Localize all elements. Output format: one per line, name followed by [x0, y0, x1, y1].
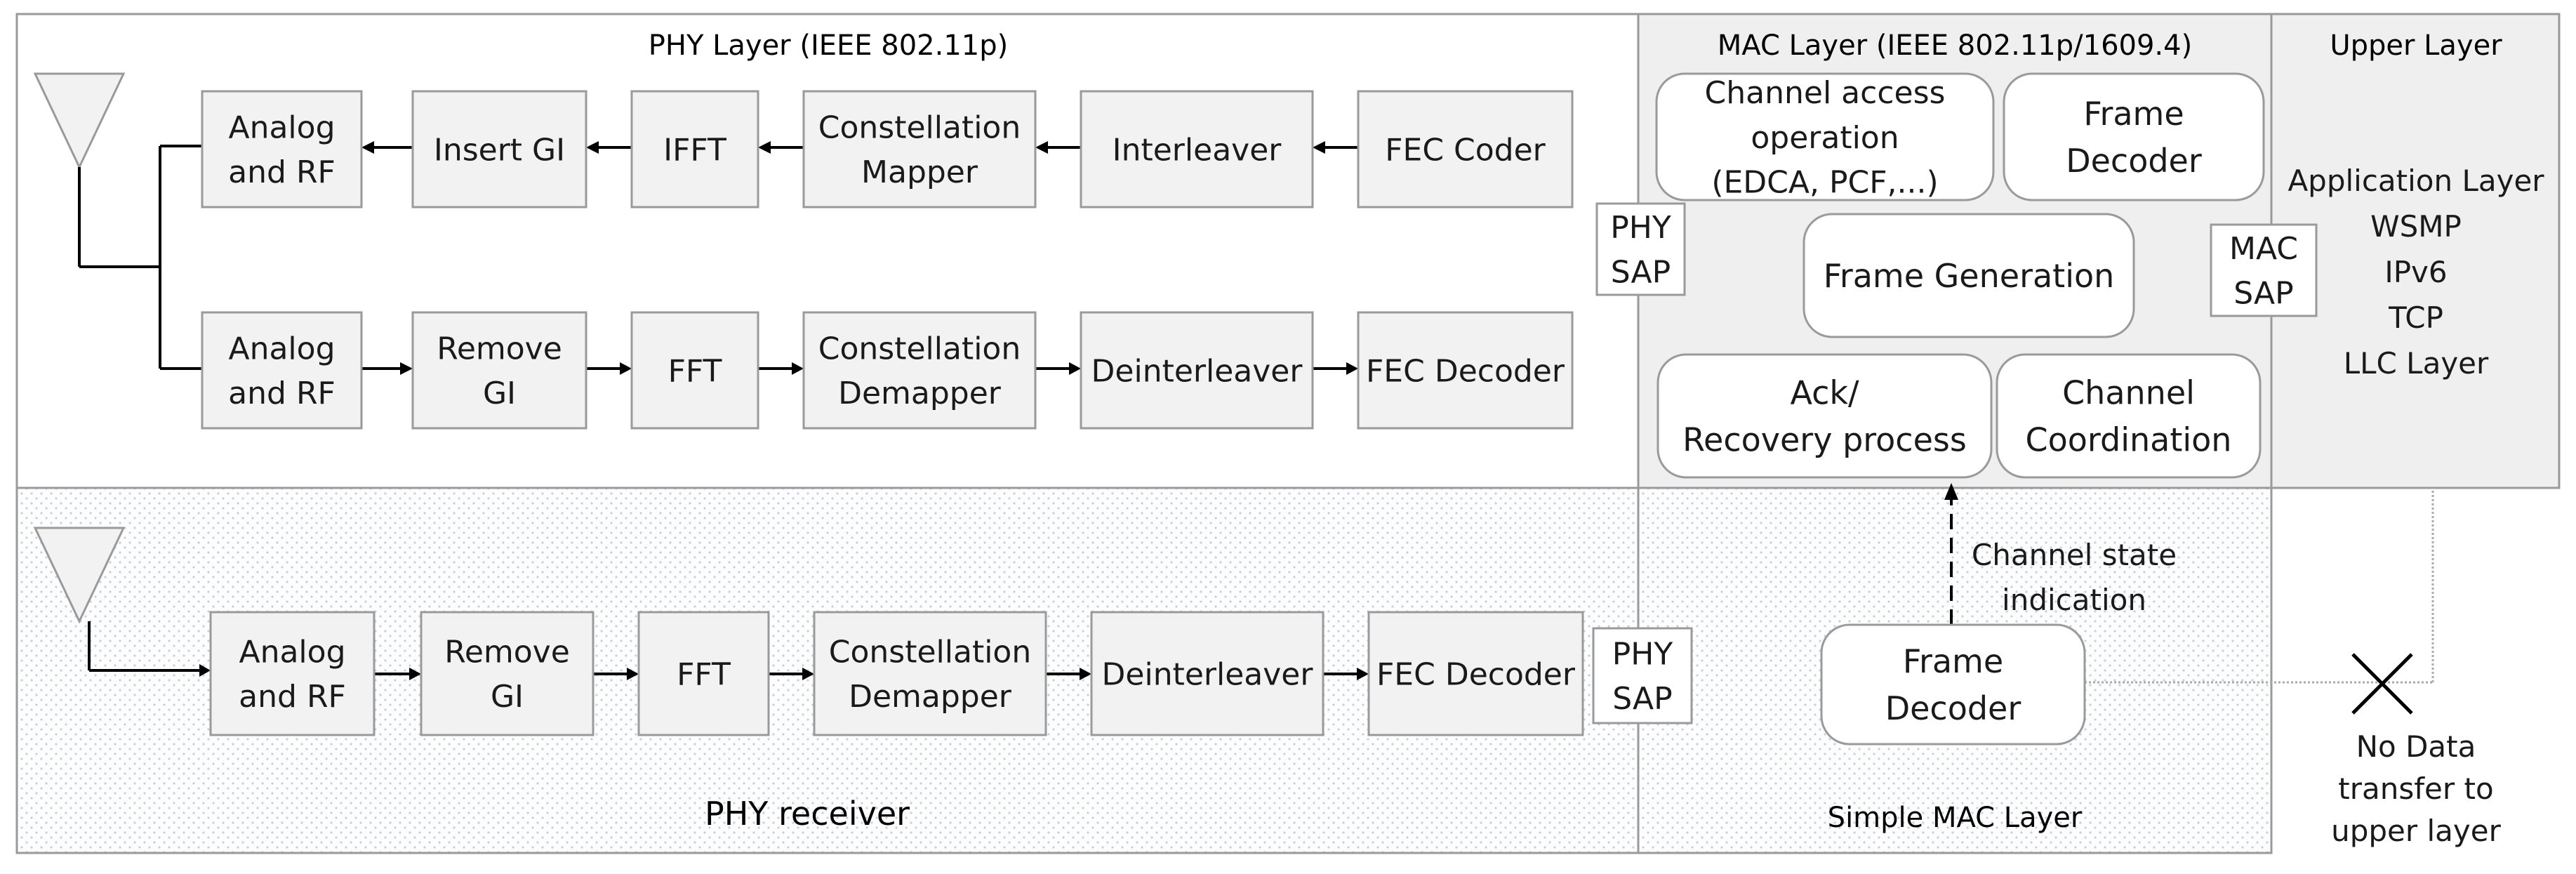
tx-block-1-label-0: Insert GI [434, 132, 565, 168]
simple-mac-title: Simple MAC Layer [1828, 802, 2083, 834]
mac-layer-title: MAC Layer (IEEE 802.11p/1609.4) [1718, 29, 2192, 62]
upper-stack-item-3: TCP [2388, 300, 2443, 335]
upper-stack-item-4: LLC Layer [2344, 346, 2489, 380]
phy-sap-top-label-0: PHY [1610, 210, 1671, 246]
rx-block-1-label-0: Remove [437, 331, 562, 366]
rx2-block-0: Analog and RF [209, 611, 376, 736]
ack-recovery-block: Ack/Recovery process [1657, 353, 1993, 479]
mac-sap-label-1: SAP [2233, 276, 2293, 312]
rx2-block-5-label-0: FEC Decoder [1376, 656, 1576, 692]
channel-coordination-block-label-0: Channel [2062, 374, 2195, 412]
frame-decoder-block-label-1: Decoder [2066, 142, 2202, 180]
rx2-arrows [374, 668, 1369, 680]
rx-block-3-label-1: Demapper [838, 376, 1002, 411]
simple-frame-decoder-block-label-0: Frame [1903, 642, 2003, 680]
tx-block-5: FEC Coder [1357, 90, 1574, 208]
rx2-block-2-label-0: FFT [677, 656, 731, 692]
simple-frame-decoder-block-label-1: Decoder [1885, 689, 2021, 727]
rx-block-3-label-0: Constellation [818, 331, 1021, 366]
upper-link [2085, 488, 2434, 684]
frame-generation-block: Frame Generation [1802, 213, 2135, 338]
rx-arrows [361, 362, 1358, 375]
tx-block-2-label-0: IFFT [663, 132, 726, 168]
tx-arrows [361, 141, 1358, 154]
antenna-icon-rx [33, 527, 211, 677]
tx-block-0-label-0: Analog [228, 110, 335, 145]
channel-state-label-1: indication [2002, 583, 2146, 617]
channel-state-arrow [1944, 483, 1958, 625]
phy-sap-bottom-label-0: PHY [1612, 636, 1673, 672]
mac-sap-label-0: MAC [2229, 231, 2298, 267]
channel-access-block-label-2: (EDCA, PCF,...) [1711, 165, 1938, 201]
rx-block-0-label-1: and RF [228, 376, 336, 411]
phy-sap-bottom-label-1: SAP [1612, 681, 1672, 717]
tx-block-0-label-1: and RF [228, 154, 336, 190]
mac-sap: MAC SAP [2210, 223, 2318, 317]
rx-block-5-label-0: FEC Decoder [1366, 353, 1565, 389]
no-transfer-label-1: transfer to [2338, 772, 2493, 806]
rx2-block-4-label-0: Deinterleaver [1102, 656, 1314, 692]
rx2-block-0-label-0: Analog [239, 634, 345, 670]
tx-block-2: IFFT [630, 90, 759, 208]
rx2-block-1-label-1: GI [491, 679, 524, 715]
channel-coordination-block-label-1: Coordination [2026, 421, 2232, 458]
rx2-block-3-label-1: Demapper [849, 679, 1012, 715]
rx2-block-2: FFT [637, 611, 770, 736]
tx-block-4-label-0: Interleaver [1113, 132, 1282, 168]
tx-block-0: Analog and RF [201, 90, 363, 208]
rx2-block-0-label-1: and RF [239, 679, 346, 715]
channel-access-block: Channel access operation (EDCA, PCF,...) [1655, 72, 1995, 201]
upper-stack-item-2: IPv6 [2384, 255, 2447, 289]
rx-block-0: Analog and RF [201, 311, 363, 430]
rx-block-4-label-0: Deinterleaver [1091, 353, 1303, 389]
antenna-icon-tx [33, 72, 202, 370]
channel-access-block-label-0: Channel access [1705, 75, 1946, 111]
phy-receiver-title: PHY receiver [705, 795, 910, 833]
rx-block-4: Deinterleaver [1080, 311, 1314, 430]
phy-layer-title: PHY Layer (IEEE 802.11p) [649, 29, 1008, 62]
tx-block-5-label-0: FEC Coder [1385, 132, 1546, 168]
upper-layer-title: Upper Layer [2330, 29, 2502, 62]
phy-sap-bottom: PHY SAP [1592, 627, 1693, 724]
tx-block-1: Insert GI [411, 90, 587, 208]
tx-block-4: Interleaver [1080, 90, 1314, 208]
channel-access-block-label-1: operation [1751, 120, 1899, 156]
no-transfer-label-0: No Data [2356, 729, 2476, 764]
ack-recovery-block-label-1: Recovery process [1682, 421, 1967, 458]
ack-recovery-block-label-0: Ack/ [1790, 374, 1859, 412]
rx2-block-1-label-0: Remove [444, 634, 570, 670]
rx2-block-3-label-0: Constellation [829, 634, 1031, 670]
no-transfer-label-2: upper layer [2331, 814, 2501, 848]
channel-state-label-0: Channel state [1972, 538, 2177, 572]
rx-block-5: FEC Decoder [1357, 311, 1574, 430]
rx-block-0-label-0: Analog [228, 331, 335, 366]
rx-block-2-label-0: FFT [668, 353, 722, 389]
phy-sap-top-label-1: SAP [1611, 255, 1671, 291]
frame-generation-block-label-0: Frame Generation [1824, 257, 2115, 295]
upper-layer-region [2270, 13, 2561, 489]
upper-stack-item-1: WSMP [2370, 209, 2462, 244]
tx-block-3-label-0: Constellation [818, 110, 1021, 145]
rx-block-1-label-1: GI [483, 376, 516, 411]
frame-decoder-block-label-0: Frame [2083, 95, 2184, 133]
tx-block-3-label-1: Mapper [861, 154, 978, 190]
phy-sap-top: PHY SAP [1595, 202, 1686, 296]
rx-block-2: FFT [630, 311, 759, 430]
no-transfer-cross-icon [2351, 653, 2413, 715]
rx2-block-5: FEC Decoder [1367, 611, 1584, 736]
rx2-block-4: Deinterleaver [1090, 611, 1324, 736]
upper-stack-item-0: Application Layer [2288, 164, 2544, 198]
